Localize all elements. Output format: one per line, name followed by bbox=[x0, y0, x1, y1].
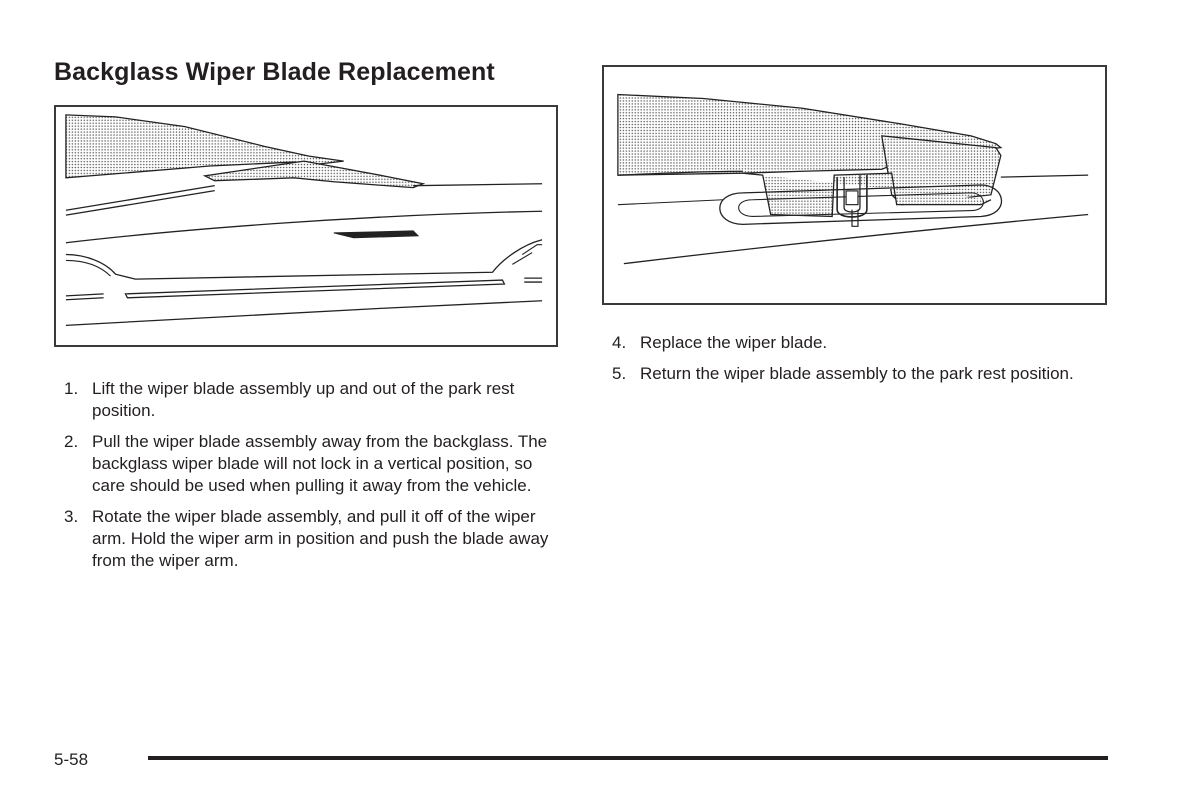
step-text: Replace the wiper blade. bbox=[640, 333, 828, 352]
page-title: Backglass Wiper Blade Replacement bbox=[54, 58, 495, 86]
step-text: Rotate the wiper blade assembly, and pul… bbox=[92, 507, 549, 570]
step-number: 1. bbox=[64, 379, 79, 398]
list-item: 4. Replace the wiper blade. bbox=[612, 332, 1102, 354]
steps-list-right: 4. Replace the wiper blade. 5. Return th… bbox=[612, 332, 1102, 394]
list-item: 1. Lift the wiper blade assembly up and … bbox=[64, 378, 554, 422]
step-text: Return the wiper blade assembly to the p… bbox=[640, 364, 1074, 383]
wiper-blade-park-drawing bbox=[65, 114, 543, 326]
step-text: Lift the wiper blade assembly up and out… bbox=[92, 379, 515, 420]
list-item: 5. Return the wiper blade assembly to th… bbox=[612, 363, 1102, 385]
wiper-blade-park-illustration bbox=[54, 105, 558, 347]
step-text: Pull the wiper blade assembly away from … bbox=[92, 432, 548, 495]
wiper-blade-attachment-drawing bbox=[617, 93, 1089, 265]
page-number: 5-58 bbox=[54, 750, 89, 769]
list-item: 3. Rotate the wiper blade assembly, and … bbox=[64, 506, 554, 572]
step-number: 4. bbox=[612, 333, 627, 352]
steps-list-left: 1. Lift the wiper blade assembly up and … bbox=[64, 378, 554, 581]
step-number: 2. bbox=[64, 432, 79, 451]
step-number: 5. bbox=[612, 364, 627, 383]
list-item: 2. Pull the wiper blade assembly away fr… bbox=[64, 431, 554, 497]
wiper-blade-attachment-illustration bbox=[602, 65, 1107, 305]
footer-rule bbox=[148, 756, 1108, 760]
step-number: 3. bbox=[64, 507, 79, 526]
